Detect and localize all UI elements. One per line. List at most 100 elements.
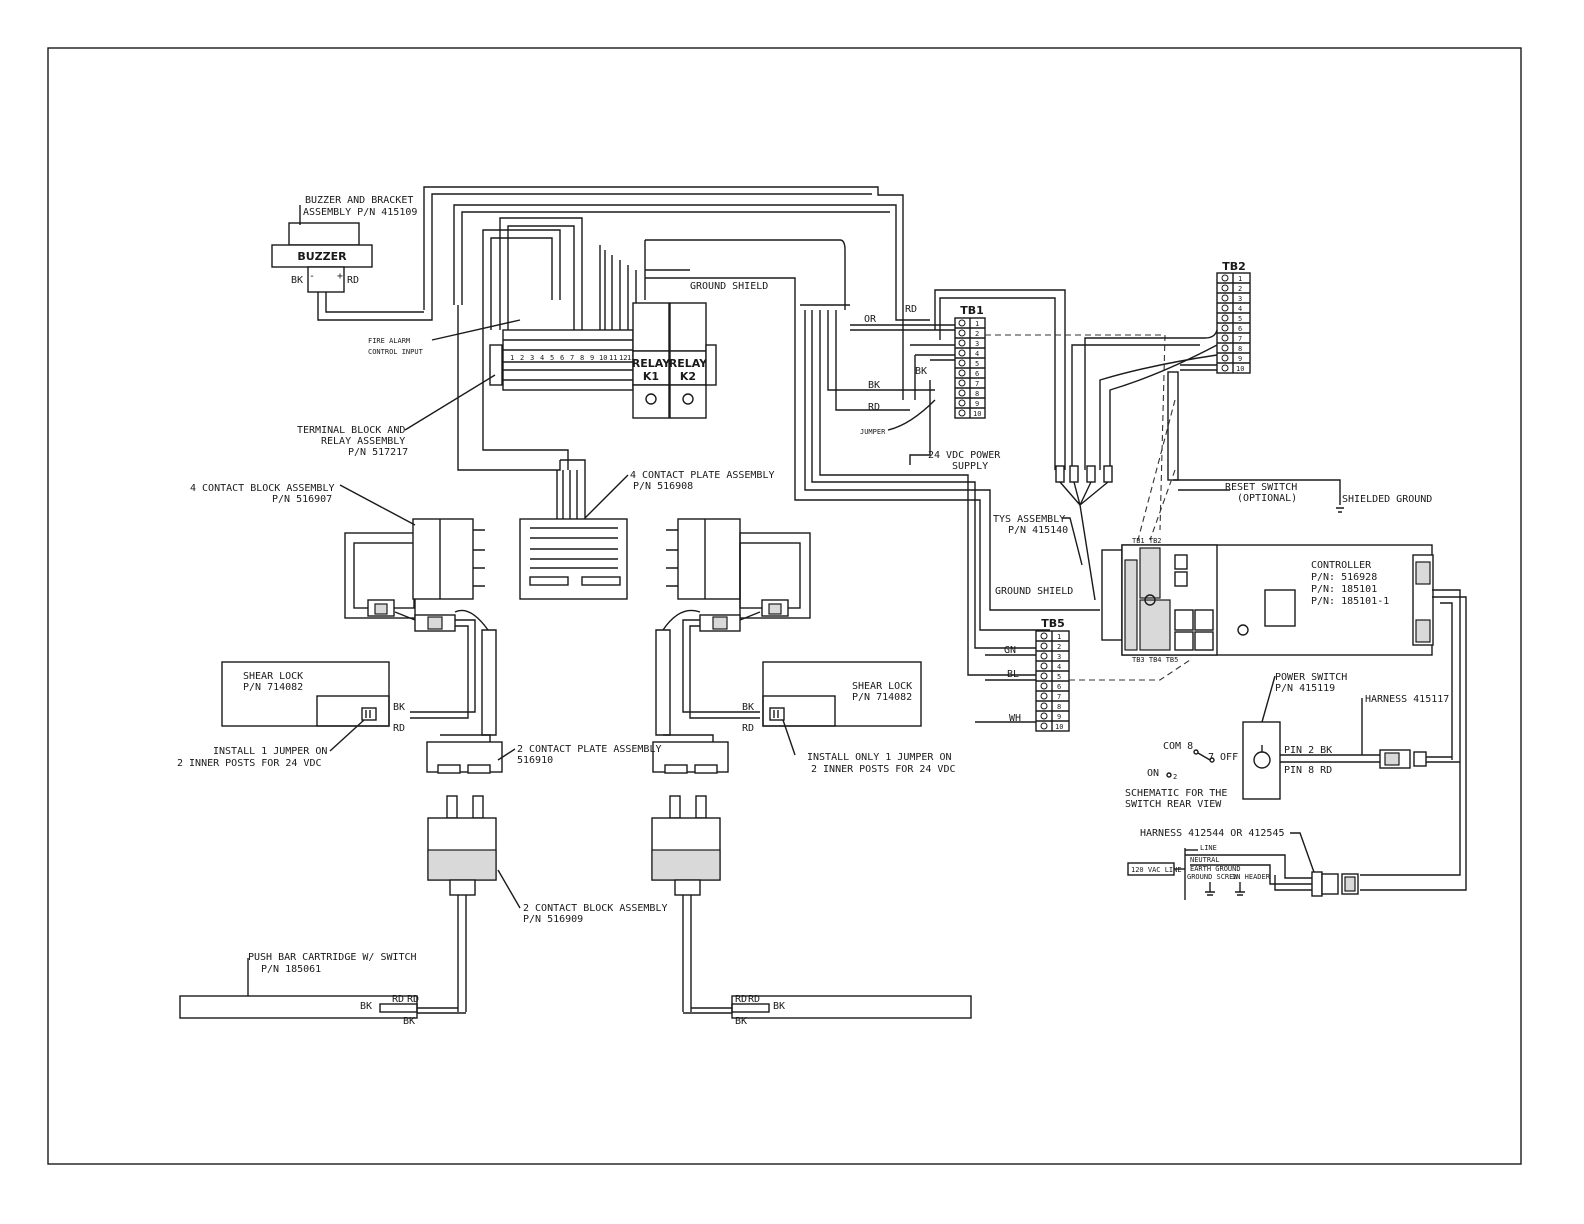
power-switch: POWER SWITCH P/N 415119 PIN 2 BK PIN 8 R…: [1242, 672, 1460, 800]
svg-text:9: 9: [975, 400, 979, 408]
svg-text:SCHEMATIC FOR THE: SCHEMATIC FOR THE: [1125, 788, 1227, 799]
svg-text:2: 2: [520, 354, 524, 362]
svg-text:LINE: LINE: [1200, 844, 1217, 852]
svg-text:2: 2: [975, 330, 979, 338]
svg-text:K1: K1: [643, 370, 659, 383]
svg-text:TB1 TB2: TB1 TB2: [1132, 537, 1162, 545]
ground-shield-ctrl-label: GROUND SHIELD: [995, 586, 1073, 597]
svg-text:SWITCH REAR VIEW: SWITCH REAR VIEW: [1125, 799, 1222, 810]
jumper-label: JUMPER: [860, 428, 886, 436]
svg-text:IN HEADER: IN HEADER: [1232, 873, 1271, 881]
svg-text:P/N 185061: P/N 185061: [261, 964, 321, 975]
tb1-terminal-strip: TB1 1 2 3 4 5 6 7 8 9 10: [954, 304, 986, 419]
svg-text:9: 9: [1057, 713, 1061, 721]
wire-label-rd: RD: [868, 402, 880, 413]
svg-text:7 OFF: 7 OFF: [1208, 752, 1238, 763]
contact-plate-2: 2 CONTACT PLATE ASSEMBLY 516910: [426, 734, 729, 774]
wire-label-bk-tb1: BK: [915, 366, 927, 377]
push-left-bk2: BK: [403, 1016, 415, 1027]
reset-switch-label-1: RESET SWITCH: [1225, 482, 1297, 493]
center-connectors: [394, 609, 761, 736]
svg-text:12: 12: [619, 354, 627, 362]
svg-text:SHEAR LOCK: SHEAR LOCK: [243, 671, 303, 682]
svg-text:K2: K2: [680, 370, 696, 383]
svg-text:NEUTRAL: NEUTRAL: [1190, 856, 1220, 864]
svg-text:EARTH GROUND: EARTH GROUND: [1190, 865, 1241, 873]
svg-text:7: 7: [975, 380, 979, 388]
wire-label-gn: GN: [1004, 645, 1016, 656]
power-supply-label-2: SUPPLY: [952, 461, 988, 472]
svg-text:CONTROLLER: CONTROLLER: [1311, 560, 1372, 571]
svg-text:1: 1: [1057, 633, 1061, 641]
fire-alarm-label-2: CONTROL INPUT: [368, 348, 424, 356]
svg-text:P/N 516909: P/N 516909: [523, 914, 583, 925]
svg-text:PIN 8 RD: PIN 8 RD: [1284, 765, 1332, 776]
svg-text:RELAY: RELAY: [669, 357, 708, 370]
svg-text:TB2: TB2: [1222, 260, 1246, 273]
svg-text:P/N: 516928: P/N: 516928: [1311, 572, 1377, 583]
push-left-rd2: RD: [407, 994, 419, 1005]
svg-text:5: 5: [1238, 315, 1242, 323]
svg-text:11: 11: [609, 354, 617, 362]
svg-text:2 CONTACT BLOCK ASSEMBLY: 2 CONTACT BLOCK ASSEMBLY: [523, 903, 668, 914]
svg-text:6: 6: [560, 354, 564, 362]
buzzer-minus: -: [309, 271, 315, 282]
terminal-block-assembly: 1 2 3 4 5 6 7 8 9 10 11 12 13 RELAY K1 R…: [297, 281, 768, 458]
reset-switch-cable: [1167, 371, 1179, 481]
svg-text:4 CONTACT PLATE ASSEMBLY: 4 CONTACT PLATE ASSEMBLY: [630, 470, 775, 481]
push-left-bk: BK: [360, 1001, 372, 1012]
svg-text:TB3 TB4 TB5: TB3 TB4 TB5: [1132, 656, 1178, 664]
svg-text:PIN 2 BK: PIN 2 BK: [1284, 745, 1332, 756]
svg-text:4 CONTACT BLOCK ASSEMBLY: 4 CONTACT BLOCK ASSEMBLY: [190, 483, 335, 494]
svg-text:516910: 516910: [517, 755, 553, 766]
svg-text:8: 8: [1238, 345, 1242, 353]
shear-left-rd: RD: [393, 723, 405, 734]
svg-text:2: 2: [1057, 643, 1061, 651]
svg-text:5: 5: [975, 360, 979, 368]
power-supply-label-1: 24 VDC POWER: [928, 450, 1001, 461]
svg-text:10: 10: [599, 354, 607, 362]
svg-text:3: 3: [530, 354, 534, 362]
ground-shield-top-label: GROUND SHIELD: [690, 281, 768, 292]
svg-text:2 CONTACT PLATE ASSEMBLY: 2 CONTACT PLATE ASSEMBLY: [517, 744, 662, 755]
svg-text:P/N: 185101-1: P/N: 185101-1: [1311, 596, 1389, 607]
push-right-bk: BK: [773, 1001, 785, 1012]
svg-text:2: 2: [1238, 285, 1242, 293]
terminal-block-label-2: RELAY ASSEMBLY: [321, 436, 405, 447]
buzzer-wire-bk: BK: [291, 275, 303, 286]
svg-text:3: 3: [975, 340, 979, 348]
svg-text:3: 3: [1057, 653, 1061, 661]
svg-text:P/N 415119: P/N 415119: [1275, 683, 1335, 694]
buzzer-assembly-label-1: BUZZER AND BRACKET: [305, 195, 413, 206]
svg-text:4: 4: [975, 350, 979, 358]
svg-text:9: 9: [590, 354, 594, 362]
top-cables: [317, 186, 1100, 676]
wire-label-rd-top: RD: [905, 304, 917, 315]
svg-text:7: 7: [1238, 335, 1242, 343]
controller: TB1 TB2 TB3 TB4 TB5 CONTROLLER P/N: 5169…: [1101, 537, 1434, 664]
svg-text:P/N 516908: P/N 516908: [633, 481, 693, 492]
buzzer-plus: +: [337, 271, 343, 282]
shear-lock-right: SHEAR LOCK P/N 714082 BK RD INSTALL ONLY…: [742, 661, 956, 775]
svg-text:P/N 516907: P/N 516907: [272, 494, 332, 505]
svg-text:9: 9: [1238, 355, 1242, 363]
wire-label-wh: WH: [1009, 713, 1021, 724]
svg-text:6: 6: [1238, 325, 1242, 333]
svg-text:4: 4: [1238, 305, 1242, 313]
buzzer-assembly: BUZZER BK - + RD BUZZER AND BRACKET ASSE…: [271, 195, 417, 293]
svg-text:P/N 714082: P/N 714082: [243, 682, 303, 693]
svg-text:INSTALL ONLY 1 JUMPER ON: INSTALL ONLY 1 JUMPER ON: [807, 752, 952, 763]
fire-alarm-label-1: FIRE ALARM: [368, 337, 410, 345]
svg-text:10: 10: [1236, 365, 1244, 373]
svg-text:4: 4: [1057, 663, 1061, 671]
tb5-terminal-strip: TB5 1 2 3 4 5 6 7 8 9 10: [1035, 617, 1070, 732]
shear-left-bk: BK: [393, 702, 405, 713]
svg-text:HARNESS 412544 OR 412545: HARNESS 412544 OR 412545: [1140, 828, 1285, 839]
svg-text:1: 1: [1238, 275, 1242, 283]
svg-text:HARNESS 415117: HARNESS 415117: [1365, 694, 1449, 705]
wire-label-bk: BK: [868, 380, 880, 391]
svg-text:8: 8: [1057, 703, 1061, 711]
buzzer-assembly-label-2: ASSEMBLY P/N 415109: [303, 207, 417, 218]
svg-text:P/N 714082: P/N 714082: [852, 692, 912, 703]
push-right-rd2: RD: [748, 994, 760, 1005]
